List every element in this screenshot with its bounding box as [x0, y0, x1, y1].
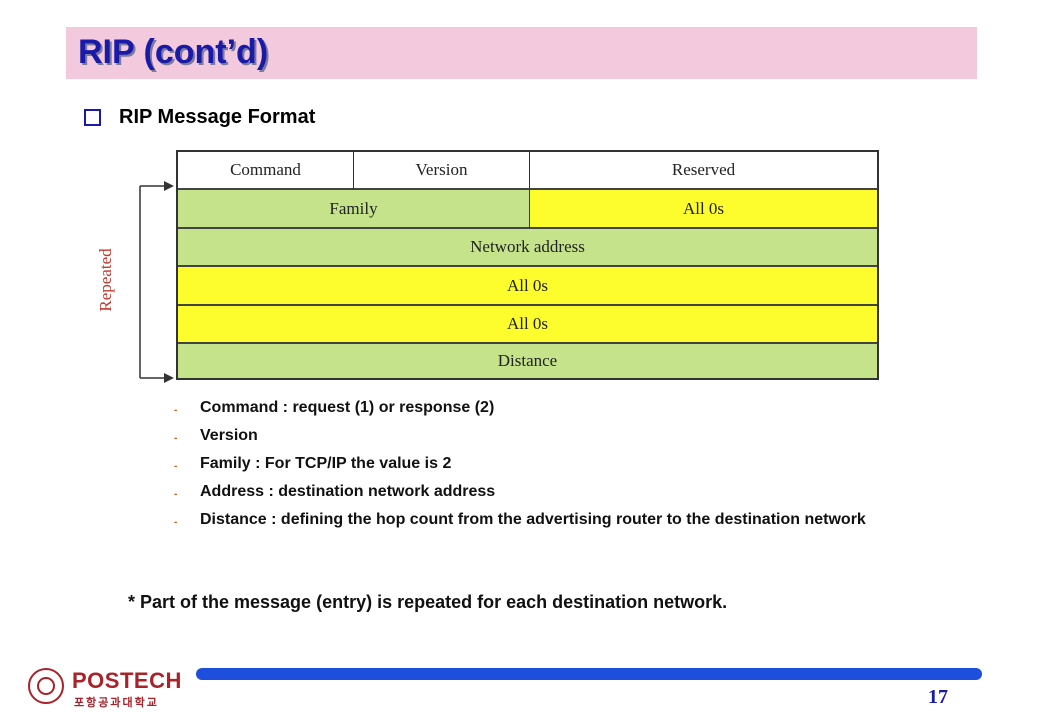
square-bullet-icon	[84, 108, 101, 126]
field-distance: Distance	[178, 344, 877, 378]
footer-bar	[196, 668, 982, 680]
list-item: - Family : For TCP/IP the value is 2	[174, 454, 914, 476]
page-number: 17	[928, 686, 948, 708]
section-heading: RIP Message Format	[84, 103, 315, 131]
field-descriptions: - Command : request (1) or response (2) …	[174, 398, 914, 538]
dash-bullet-icon: -	[174, 461, 178, 472]
list-item: - Distance : defining the hop count from…	[174, 510, 914, 532]
heading-text: RIP Message Format	[119, 105, 316, 128]
field-family: Family	[178, 190, 530, 229]
dash-bullet-icon: -	[174, 405, 178, 416]
postech-logo: POSTECH 포항공과대학교	[28, 668, 181, 709]
list-item: - Address : destination network address	[174, 482, 914, 504]
field-command: Command	[178, 152, 354, 190]
field-all-zeros-1: All 0s	[530, 190, 877, 229]
logo-subtitle: 포항공과대학교	[74, 697, 159, 709]
dash-bullet-icon: -	[174, 433, 178, 444]
slide-title: RIP (cont’d)	[78, 33, 269, 71]
dash-bullet-icon: -	[174, 517, 178, 528]
repeated-label: Repeated	[96, 248, 115, 312]
repeated-bracket	[139, 181, 174, 383]
dash-bullet-icon: -	[174, 489, 178, 500]
field-network-address: Network address	[178, 229, 877, 267]
seal-icon	[28, 668, 64, 704]
list-item: - Command : request (1) or response (2)	[174, 398, 914, 420]
repetition-note: * Part of the message (entry) is repeate…	[128, 592, 728, 612]
field-all-zeros-2: All 0s	[178, 267, 877, 306]
field-all-zeros-3: All 0s	[178, 306, 877, 344]
logo-wordmark: POSTECH	[72, 668, 182, 693]
rip-message-diagram: Command Version Reserved Family All 0s N…	[176, 150, 879, 380]
list-item: - Version	[174, 426, 914, 448]
field-version: Version	[354, 152, 530, 190]
field-reserved: Reserved	[530, 152, 877, 190]
title-bar: RIP (cont’d)	[66, 27, 977, 79]
